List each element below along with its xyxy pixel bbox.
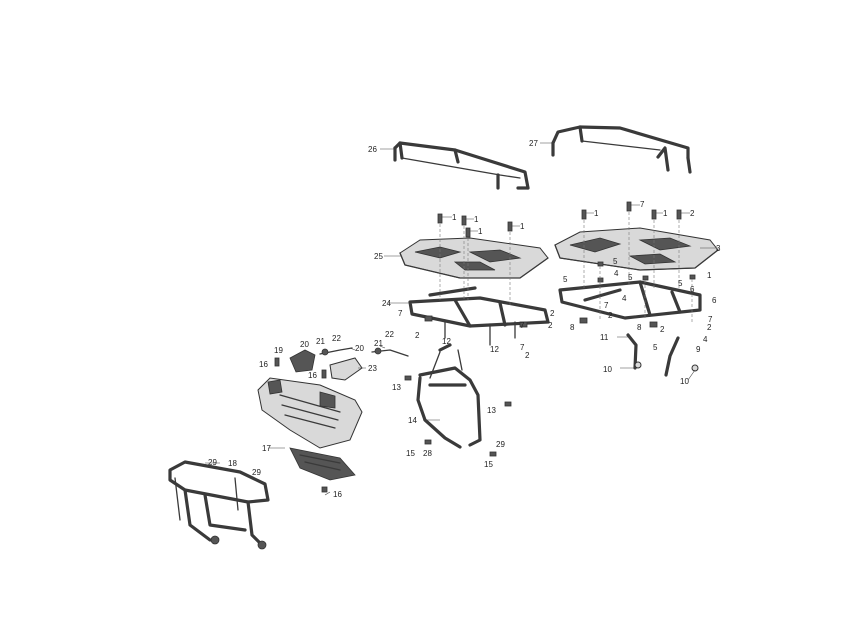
wiring-harness: [319, 347, 409, 357]
front-fender: [257, 377, 363, 481]
callout-2: 2: [550, 309, 555, 318]
callout-28: 28: [423, 449, 432, 458]
headlights: [289, 349, 363, 381]
callout-4: 4: [703, 335, 708, 344]
callout-7: 7: [604, 301, 609, 310]
callout-3: 3: [716, 244, 721, 253]
callout-20: 20: [355, 344, 364, 353]
callout-24: 24: [382, 299, 391, 308]
callout-2: 2: [525, 351, 530, 360]
callout-10: 10: [603, 365, 612, 374]
callout-16: 16: [308, 371, 317, 380]
callout-7: 7: [398, 309, 403, 318]
callout-22: 22: [385, 330, 394, 339]
front-bumper-guard: [168, 460, 270, 550]
callout-4: 4: [622, 294, 627, 303]
callout-23: 23: [368, 364, 377, 373]
callout-2: 2: [690, 209, 695, 218]
callout-16: 16: [333, 490, 342, 499]
callout-8: 8: [637, 323, 642, 332]
callout-7: 7: [520, 321, 525, 330]
callout-26: 26: [368, 145, 377, 154]
callout-21: 21: [374, 339, 383, 348]
callout-29: 29: [496, 440, 505, 449]
callout-5: 5: [613, 257, 618, 266]
callout-1: 1: [707, 271, 712, 280]
callout-16: 16: [259, 360, 268, 369]
callout-10: 10: [680, 377, 689, 386]
callout-13: 13: [392, 383, 401, 392]
callout-27: 27: [529, 139, 538, 148]
callout-1: 1: [594, 209, 599, 218]
rear-rack-tray: [554, 227, 719, 271]
callout-25: 25: [374, 252, 383, 261]
callout-5: 5: [628, 273, 633, 282]
callout-2: 2: [660, 325, 665, 334]
callout-12: 12: [442, 337, 451, 346]
callout-1: 1: [520, 222, 525, 231]
callout-11: 11: [600, 333, 609, 342]
callout-20: 20: [300, 340, 309, 349]
callout-17: 17: [262, 444, 271, 453]
callout-5: 5: [563, 275, 568, 284]
callout-6: 6: [690, 285, 695, 294]
callout-7: 7: [520, 343, 525, 352]
center-support-frame: [416, 343, 482, 449]
callout-5: 5: [653, 343, 658, 352]
callout-12: 12: [490, 345, 499, 354]
callout-15: 15: [406, 449, 415, 458]
callout-14: 14: [408, 416, 417, 425]
callout-7: 7: [708, 315, 713, 324]
rear-brackets: [626, 333, 699, 377]
callout-1: 1: [452, 213, 457, 222]
callout-13: 13: [487, 406, 496, 415]
callout-1: 1: [478, 227, 483, 236]
callout-1: 1: [663, 209, 668, 218]
front-rack-tray: [399, 237, 549, 279]
callout-5: 5: [678, 279, 683, 288]
rear-rack-frame: [558, 280, 702, 320]
callout-29: 29: [208, 458, 217, 467]
callout-18: 18: [228, 459, 237, 468]
callout-8: 8: [570, 323, 575, 332]
callout-15: 15: [484, 460, 493, 469]
callout-2: 2: [707, 323, 712, 332]
callout-labels: 1 1 1 1 1 1 1 2 2 2 2 2 2 2 3 4 4 4 5 5 …: [208, 139, 721, 499]
callout-21: 21: [316, 337, 325, 346]
callout-4: 4: [614, 269, 619, 278]
callout-7: 7: [640, 200, 645, 209]
callout-1: 1: [474, 215, 479, 224]
callout-2: 2: [548, 321, 553, 330]
callout-19: 19: [274, 346, 283, 355]
callout-22: 22: [332, 334, 341, 343]
front-rack-rail: [393, 141, 530, 190]
rear-rack-rail: [551, 125, 692, 174]
callout-29: 29: [252, 468, 261, 477]
callout-6: 6: [712, 296, 717, 305]
leader-lines: [205, 142, 716, 496]
front-rack-frame: [408, 286, 550, 346]
callout-2: 2: [415, 331, 420, 340]
fasteners: [274, 201, 696, 493]
callout-9: 9: [696, 345, 701, 354]
assembly-lines: [439, 212, 693, 322]
callout-2: 2: [608, 311, 613, 320]
